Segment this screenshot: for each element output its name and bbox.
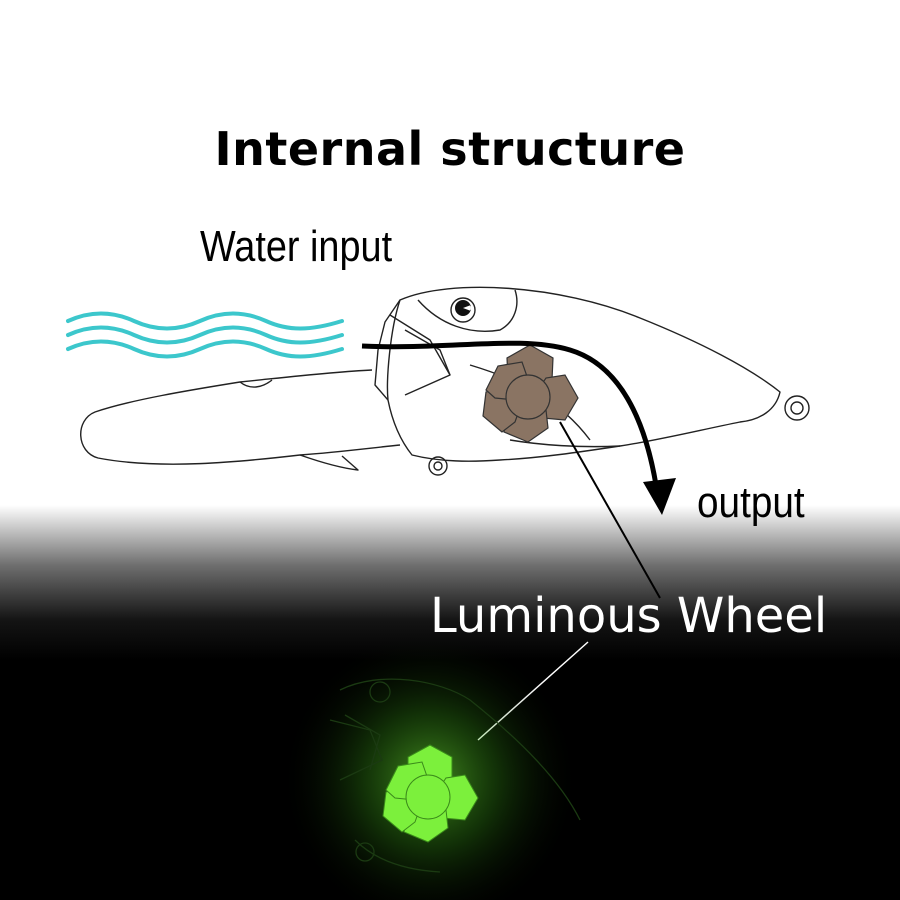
flow-arrow bbox=[361, 340, 676, 515]
luminous-wheel bbox=[482, 344, 579, 443]
luminous-wheel-label: Luminous Wheel bbox=[430, 588, 828, 644]
glow-lure-outline bbox=[329, 678, 581, 873]
water-waves bbox=[66, 311, 344, 359]
lure-eye bbox=[455, 300, 471, 316]
output-label: output bbox=[697, 478, 805, 527]
wheel-leader-line bbox=[559, 421, 661, 599]
page-title: Internal structure bbox=[214, 122, 686, 176]
lure-outline bbox=[80, 286, 810, 476]
water-input-label: Water input bbox=[200, 222, 393, 271]
glowing-wheel bbox=[382, 744, 479, 843]
